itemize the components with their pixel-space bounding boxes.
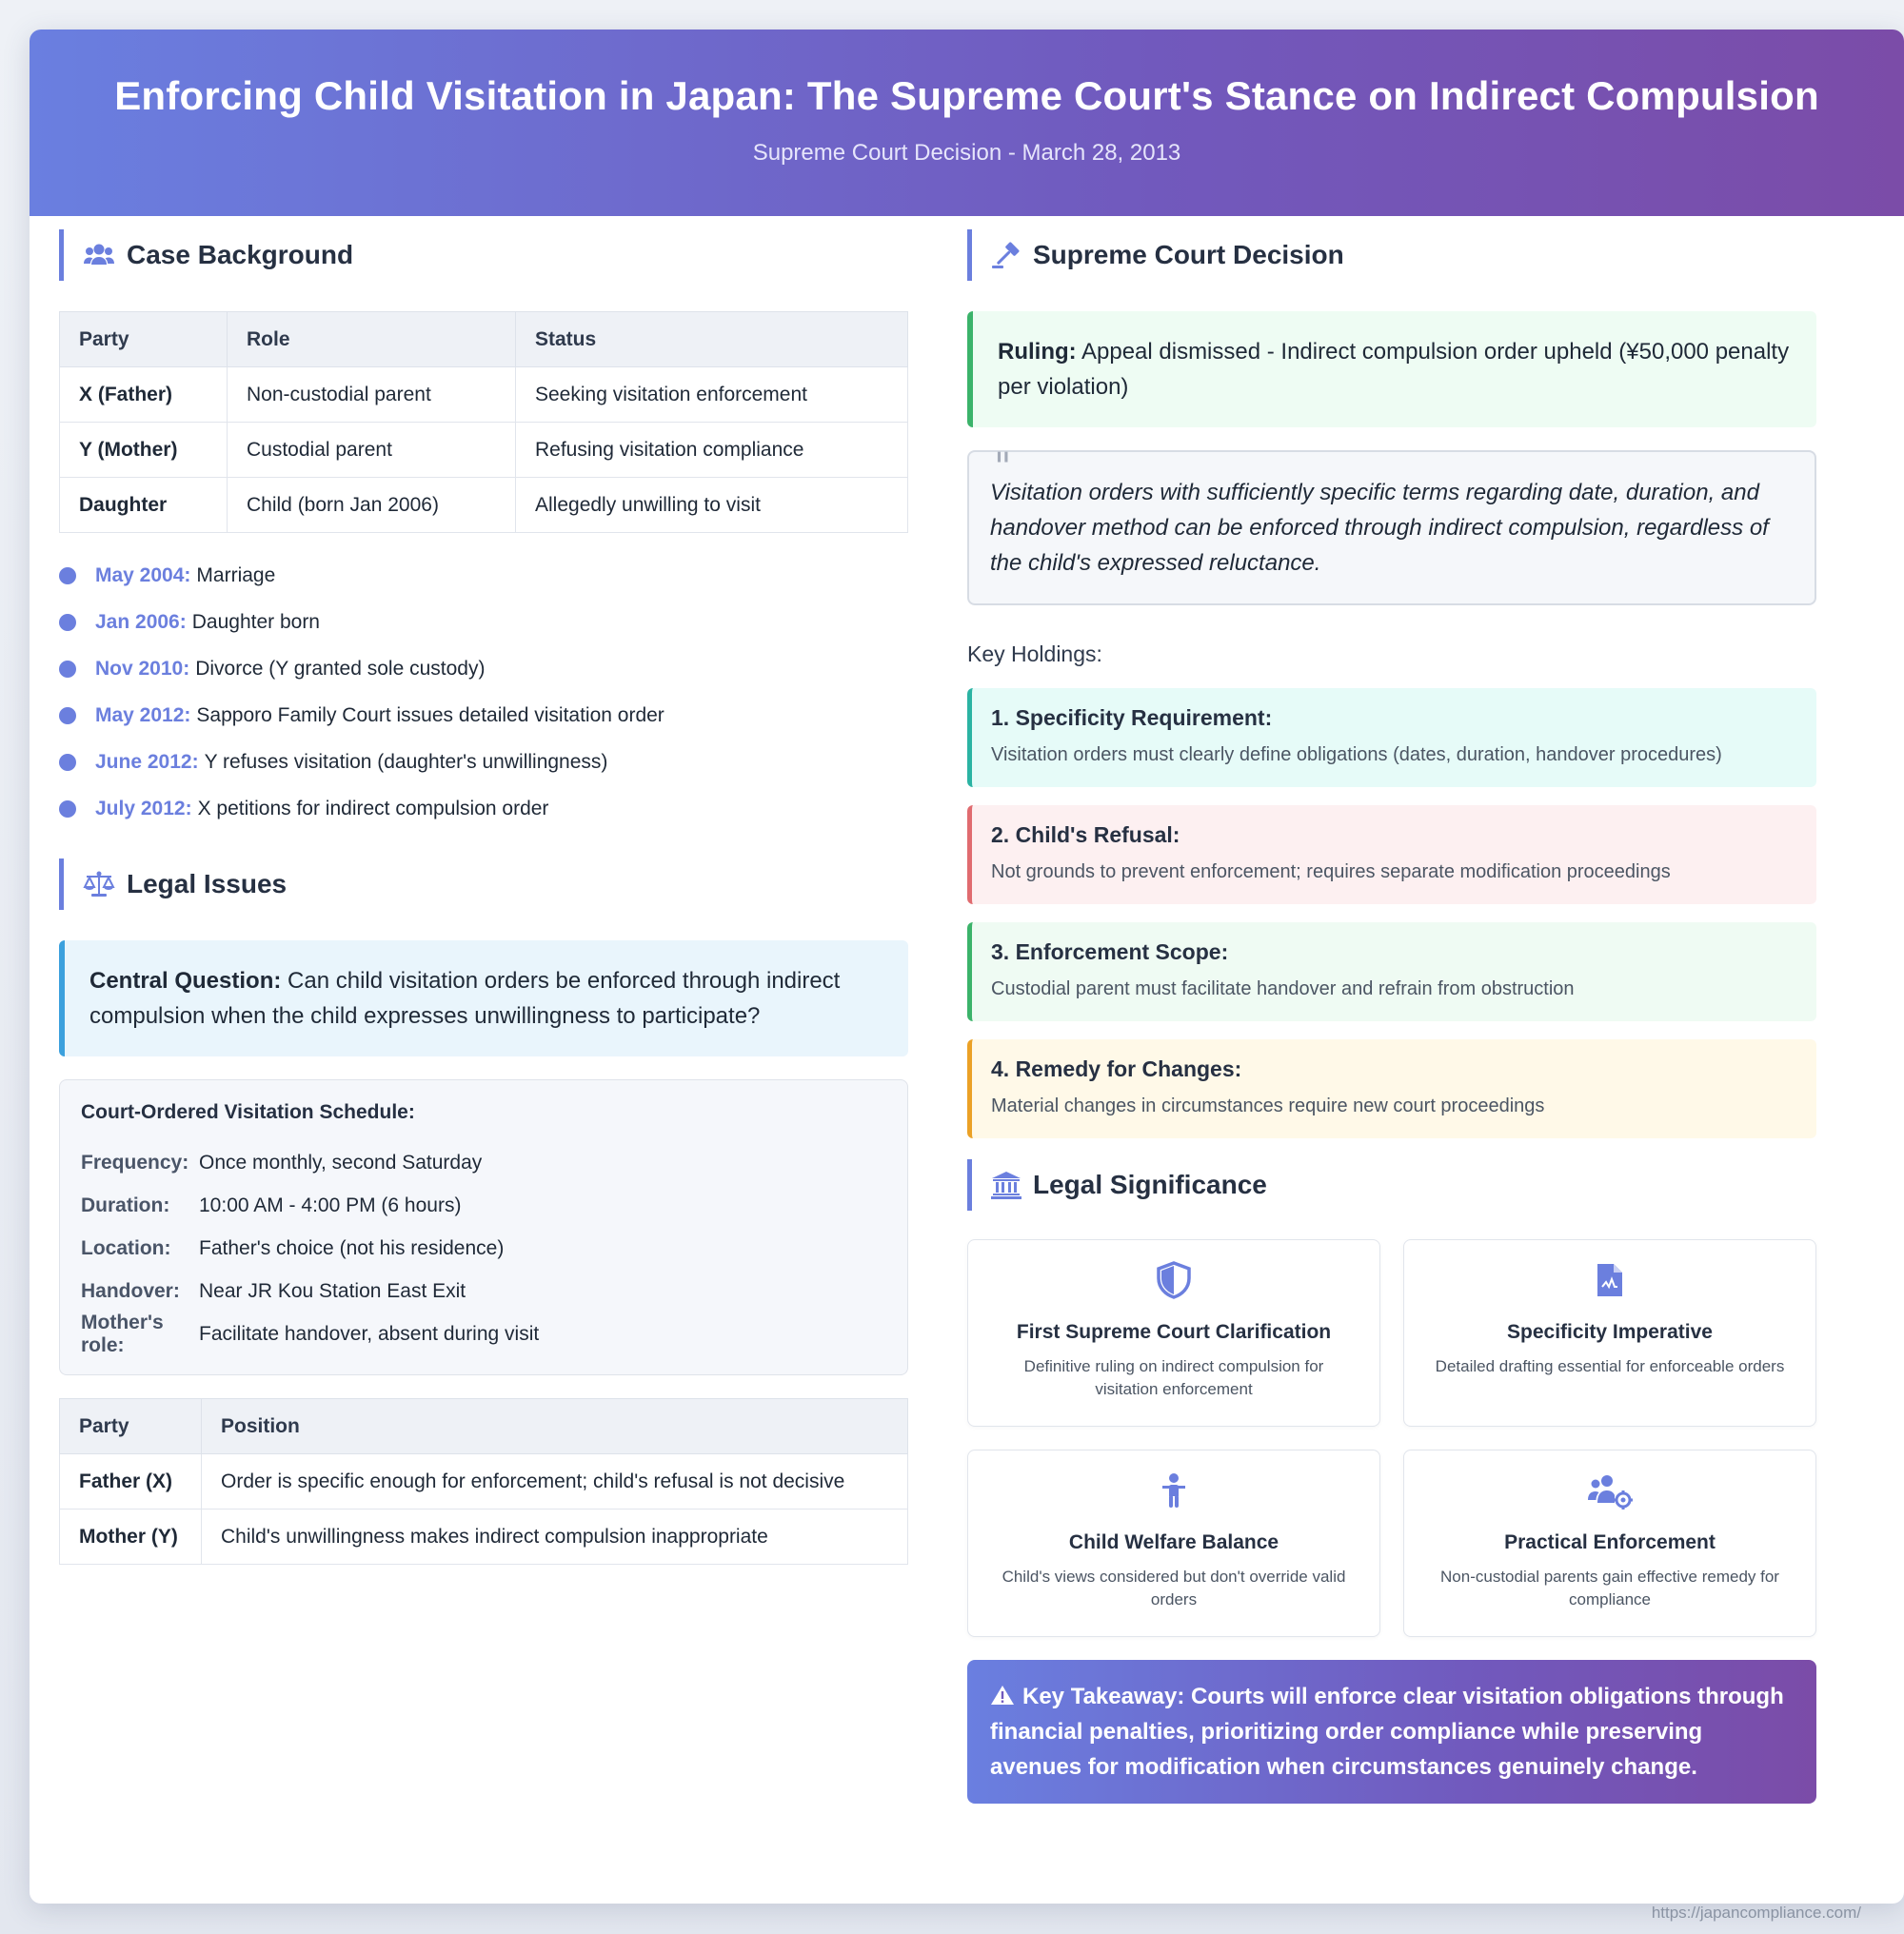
significance-card: Child Welfare Balance Child's views cons… (967, 1450, 1380, 1637)
parties-table: Party Role Status X (Father) Non-custodi… (59, 311, 908, 533)
holding-item: 1. Specificity Requirement: Visitation o… (967, 688, 1816, 787)
table-header-row: Party Role Status (59, 311, 908, 367)
warning-icon (991, 1686, 1014, 1705)
shield-icon (1157, 1261, 1191, 1299)
significance-card: Practical Enforcement Non-custodial pare… (1403, 1450, 1816, 1637)
table-header-row: Party Position (59, 1398, 908, 1454)
page-title: Enforcing Child Visitation in Japan: The… (114, 73, 1819, 118)
timeline-dot (59, 660, 76, 678)
timeline-item: Nov 2010:Divorce (Y granted sole custody… (59, 645, 908, 692)
gavel-icon (992, 242, 1020, 268)
timeline-dot (59, 799, 76, 818)
page-subtitle: Supreme Court Decision - March 28, 2013 (752, 140, 1181, 166)
section-title-legal-issues: Legal Issues (59, 858, 908, 910)
significance-card: First Supreme Court Clarification Defini… (967, 1239, 1380, 1427)
timeline-item: May 2012:Sapporo Family Court issues det… (59, 692, 908, 739)
section-title-supreme-court-decision: Supreme Court Decision (967, 229, 1816, 281)
landmark-icon (991, 1172, 1021, 1199)
document-icon (1597, 1264, 1622, 1296)
timeline: May 2004:Marriage Jan 2006:Daughter born… (59, 552, 908, 832)
footer-url: https://japancompliance.com/ (1651, 1904, 1861, 1922)
table-row: Daughter Child (born Jan 2006) Allegedly… (59, 477, 908, 533)
schedule-row: Frequency:Once monthly, second Saturday (81, 1151, 483, 1174)
positions-table: Party Position Father (X) Order is speci… (59, 1398, 908, 1565)
key-takeaway-box: Key Takeaway: Courts will enforce clear … (967, 1660, 1816, 1804)
right-column: Supreme Court Decision Ruling: Appeal di… (967, 229, 1816, 1804)
holding-item: 2. Child's Refusal: Not grounds to preve… (967, 805, 1816, 904)
schedule-row: Duration:10:00 AM - 4:00 PM (6 hours) (81, 1194, 462, 1216)
table-row: Y (Mother) Custodial parent Refusing vis… (59, 422, 908, 478)
holding-item: 3. Enforcement Scope: Custodial parent m… (967, 922, 1816, 1021)
timeline-item: June 2012:Y refuses visitation (daughter… (59, 739, 908, 785)
ruling-box: Ruling: Appeal dismissed - Indirect comp… (967, 311, 1816, 427)
table-row: Mother (Y) Child's unwillingness makes i… (59, 1509, 908, 1565)
holding-quote: " Visitation orders with sufficiently sp… (967, 445, 1816, 605)
schedule-row: Location:Father's choice (not his reside… (81, 1236, 505, 1259)
visitation-schedule-box: Court-Ordered Visitation Schedule: Frequ… (59, 1079, 908, 1375)
header-banner: Enforcing Child Visitation in Japan: The… (30, 30, 1904, 216)
key-holdings-label: Key Holdings: (967, 641, 1102, 666)
schedule-row: Handover:Near JR Kou Station East Exit (81, 1279, 466, 1302)
balance-scale-icon (83, 871, 115, 897)
users-cog-icon (1588, 1475, 1633, 1510)
timeline-dot (59, 613, 76, 631)
table-row: X (Father) Non-custodial parent Seeking … (59, 366, 908, 423)
timeline-dot (59, 753, 76, 771)
section-title-case-background: Case Background (59, 229, 908, 281)
section-title-legal-significance: Legal Significance (967, 1159, 1816, 1211)
timeline-item: May 2004:Marriage (59, 552, 908, 599)
left-column: Case Background Party Role Status X (Fat… (59, 229, 908, 1565)
timeline-item: July 2012:X petitions for indirect compu… (59, 785, 908, 832)
users-icon (84, 244, 114, 265)
quote-mark: " (994, 445, 1012, 489)
holding-item: 4. Remedy for Changes: Material changes … (967, 1039, 1816, 1138)
timeline-dot (59, 706, 76, 724)
table-row: Father (X) Order is specific enough for … (59, 1453, 908, 1510)
schedule-row: Mother's role:Facilitate handover, absen… (81, 1311, 540, 1356)
child-icon (1162, 1473, 1185, 1508)
timeline-dot (59, 566, 76, 584)
central-question-box: Central Question: Can child visitation o… (59, 940, 908, 1056)
timeline-item: Jan 2006:Daughter born (59, 599, 908, 645)
significance-card: Specificity Imperative Detailed drafting… (1403, 1239, 1816, 1427)
significance-grid: First Supreme Court Clarification Defini… (967, 1239, 1816, 1637)
